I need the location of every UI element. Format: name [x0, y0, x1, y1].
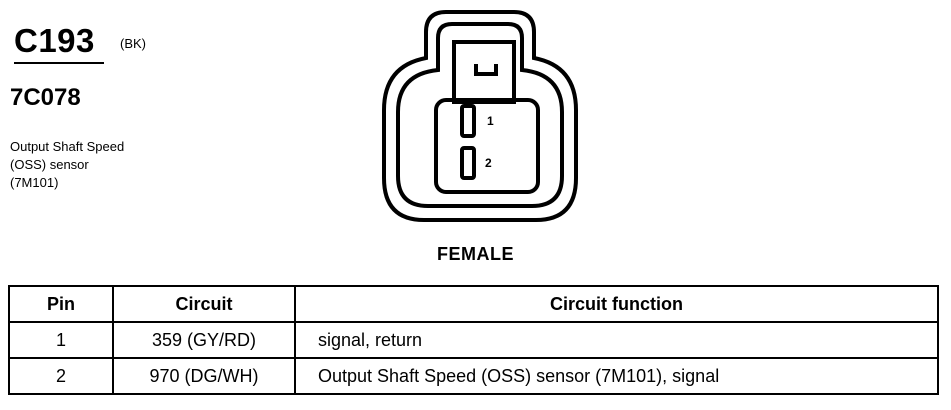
- latch-notch: [474, 64, 498, 76]
- pin-1-label: 1: [487, 114, 494, 128]
- pin-1-cavity: [460, 104, 476, 138]
- table-row: 2 970 (DG/WH) Output Shaft Speed (OSS) s…: [8, 357, 939, 395]
- color-code: (BK): [120, 36, 146, 51]
- connector-face-diagram: 1 2: [382, 10, 578, 222]
- connector-id: C193: [14, 22, 95, 59]
- description-line: Output Shaft Speed: [10, 139, 125, 154]
- column-header-function: Circuit function: [294, 285, 939, 323]
- terminal-cavity-housing: [434, 98, 540, 194]
- column-header-pin: Pin: [8, 285, 114, 323]
- pin-2-label: 2: [485, 156, 492, 170]
- connector-id-underline: [14, 62, 104, 64]
- cell-circuit: 359 (GY/RD): [112, 321, 296, 359]
- connector-gender-label: FEMALE: [437, 244, 514, 264]
- table-header-row: Pin Circuit Circuit function: [8, 285, 939, 323]
- connector-inner-shell: [396, 22, 564, 208]
- connector-outer-shell: [382, 10, 578, 222]
- cell-pin: 2: [8, 357, 114, 395]
- column-header-circuit: Circuit: [112, 285, 296, 323]
- pin-table: Pin Circuit Circuit function 1 359 (GY/R…: [8, 285, 939, 395]
- description-line: (OSS) sensor: [10, 157, 89, 172]
- cell-pin: 1: [8, 321, 114, 359]
- pin-2-cavity: [460, 146, 476, 180]
- table-row: 1 359 (GY/RD) signal, return: [8, 321, 939, 359]
- cell-circuit: 970 (DG/WH): [112, 357, 296, 395]
- cell-function: Output Shaft Speed (OSS) sensor (7M101),…: [294, 357, 939, 395]
- description-line: (7M101): [10, 175, 59, 190]
- part-number: 7C078: [10, 84, 81, 111]
- cell-function: signal, return: [294, 321, 939, 359]
- connector-description: Output Shaft Speed (OSS) sensor (7M101): [10, 138, 210, 192]
